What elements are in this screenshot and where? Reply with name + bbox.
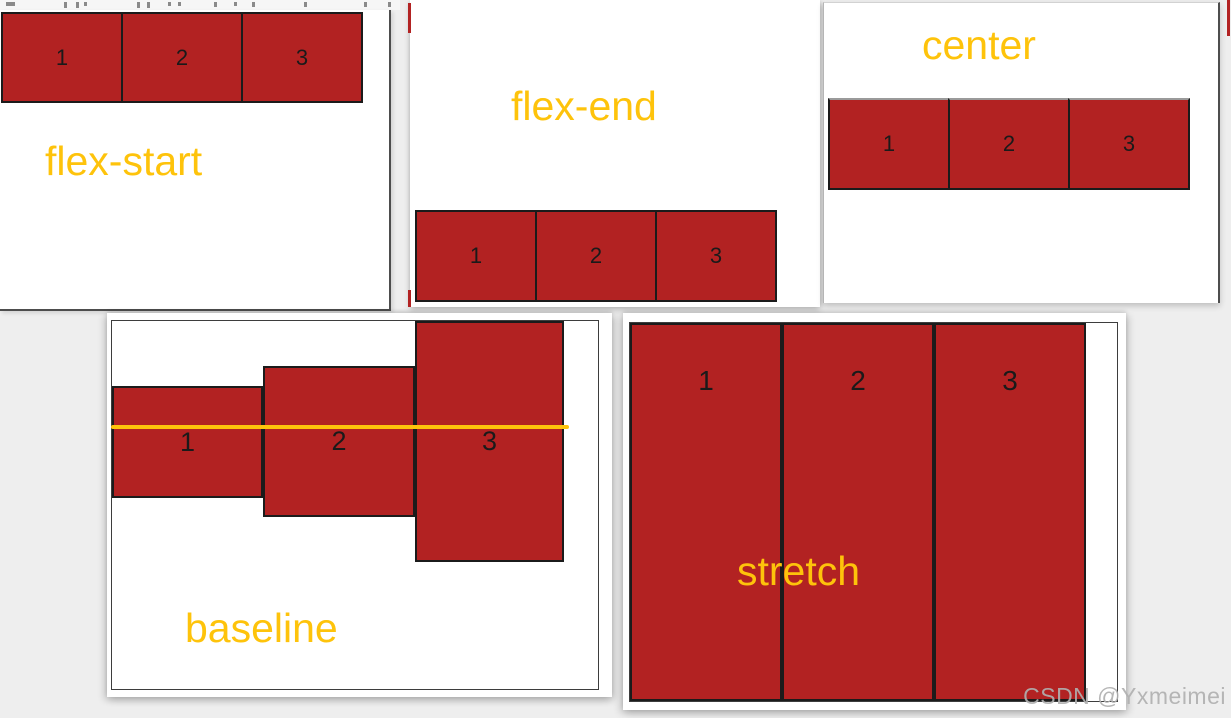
flex-item-1: 1 <box>112 386 263 498</box>
flex-item-3: 3 <box>415 321 564 562</box>
panel-baseline: 1 2 3 baseline <box>107 313 612 697</box>
background-red-sliver <box>408 3 411 33</box>
flex-item-3: 3 <box>1068 98 1190 190</box>
flex-item-1: 1 <box>828 98 950 190</box>
flex-item-1: 1 <box>630 323 782 701</box>
flex-item-number: 1 <box>698 365 714 396</box>
flex-item-3: 3 <box>655 210 777 302</box>
panel-label-flex-start: flex-start <box>45 138 203 184</box>
flex-item-number: 3 <box>295 44 309 70</box>
flex-items-row: 1 2 3 <box>828 98 1190 190</box>
panel-label-stretch: stretch <box>737 548 861 594</box>
watermark: CSDN @Yxmeimei <box>1023 683 1226 709</box>
flex-item-number: 2 <box>1002 131 1016 156</box>
flex-item-3: 3 <box>934 323 1086 701</box>
flex-item-number: 1 <box>55 44 69 70</box>
flex-item-number: 3 <box>1002 365 1018 396</box>
flex-item-number: 1 <box>469 243 483 268</box>
panel-label-flex-end: flex-end <box>511 83 657 129</box>
background-red-sliver <box>1227 0 1230 36</box>
flex-item-2: 2 <box>782 323 934 701</box>
background-red-sliver <box>408 290 411 307</box>
flex-item-number: 3 <box>709 243 723 268</box>
flex-item-2: 2 <box>121 12 243 103</box>
flex-item-number: 2 <box>850 365 866 396</box>
flex-item-2: 2 <box>948 98 1070 190</box>
clipped-text-artifact <box>0 0 400 10</box>
flex-item-number: 2 <box>175 44 189 70</box>
baseline-marker-line <box>111 425 569 429</box>
flex-items-row: 1 2 3 <box>415 210 777 302</box>
flex-item-1: 1 <box>415 210 537 302</box>
panel-label-center: center <box>922 22 1036 68</box>
flex-item-number: 1 <box>882 131 896 156</box>
flex-item-1: 1 <box>1 12 123 103</box>
flex-item-3: 3 <box>241 12 363 103</box>
flex-item-number: 2 <box>331 426 347 456</box>
flex-container-border: 1 2 3 <box>629 322 1118 702</box>
panel-stretch: 1 2 3 stretch <box>623 313 1126 710</box>
flex-item-number: 1 <box>179 426 196 457</box>
flex-item-number: 3 <box>481 426 498 456</box>
flex-items-row: 1 2 3 <box>1 12 363 103</box>
flex-item-number: 2 <box>589 243 603 268</box>
panel-flex-end: flex-end 1 2 3 <box>410 0 820 307</box>
panel-center: center 1 2 3 <box>823 2 1220 303</box>
flex-item-number: 3 <box>1122 131 1136 156</box>
flex-item-2: 2 <box>535 210 657 302</box>
panel-flex-start: 1 2 3 flex-start <box>0 10 391 311</box>
flex-item-2: 2 <box>263 366 415 517</box>
panel-label-baseline: baseline <box>185 605 338 651</box>
